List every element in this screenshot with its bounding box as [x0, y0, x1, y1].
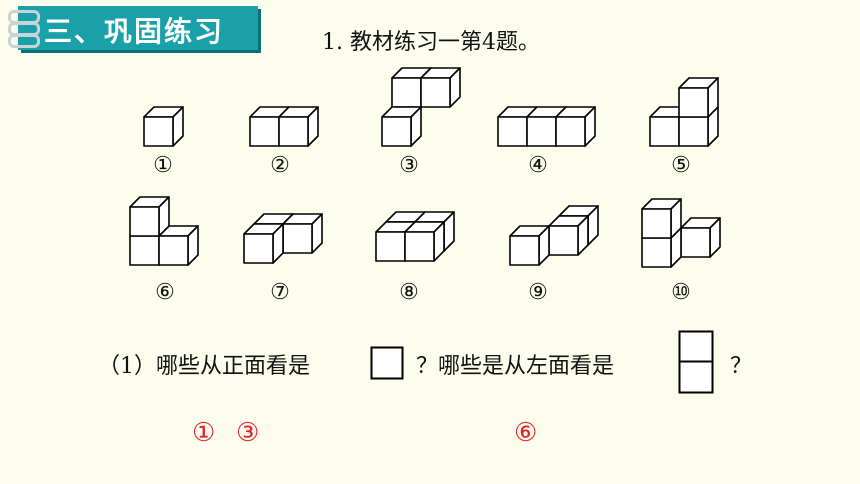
figure-1	[142, 104, 192, 148]
question-part-1: （1）哪些从正面看是	[98, 354, 310, 379]
answer-left-view: ⑥	[514, 418, 538, 448]
cube-figure-2-drawing	[249, 106, 319, 147]
cube-figure-5-drawing	[649, 77, 719, 147]
figure-label-3: ③	[399, 153, 419, 178]
figure-label-6: ⑥	[155, 280, 175, 305]
front-view-square-icon	[370, 346, 404, 380]
figure-label-10: ⑩	[671, 280, 691, 305]
figure-label-9: ⑨	[528, 280, 548, 305]
question-part-2: ？哪些是从左面看是	[416, 354, 615, 379]
figure-5	[648, 64, 719, 148]
figure-label-8: ⑧	[399, 280, 419, 305]
figure-label-4: ④	[528, 153, 548, 178]
cube-figure-7-drawing	[243, 213, 323, 264]
question-part-3: ？	[730, 354, 753, 379]
answer-front-view-1: ①	[192, 418, 216, 448]
figure-label-2: ②	[270, 153, 290, 178]
figure-6	[128, 193, 204, 267]
cube-figure-6-drawing	[129, 196, 199, 266]
cube-figure-1-drawing	[143, 106, 184, 147]
cube-figure-9-drawing	[509, 205, 599, 266]
figure-3	[380, 67, 461, 148]
cube-figure-10-drawing	[641, 198, 721, 268]
figure-9	[508, 203, 599, 267]
section-title: 三、巩固练习	[44, 15, 225, 48]
figure-2	[248, 104, 328, 148]
binder-rings-icon	[8, 10, 40, 48]
figure-10	[640, 183, 726, 269]
section-tab: 三、巩固练习	[18, 6, 258, 50]
cube-figure-4-drawing	[497, 106, 596, 147]
problem-title: 1. 教材练习一第4题。	[322, 30, 540, 55]
figure-label-7: ⑦	[270, 280, 290, 305]
figure-label-1: ①	[153, 153, 173, 178]
cube-figure-8-drawing	[375, 211, 455, 262]
cube-figure-3-drawing	[381, 67, 461, 147]
figure-4	[496, 104, 600, 148]
figure-7	[242, 209, 326, 265]
left-view-stacked-squares-icon	[678, 330, 714, 394]
figure-label-5: ⑤	[671, 153, 691, 178]
answer-front-view-2: ③	[236, 418, 260, 448]
figure-8	[374, 207, 460, 263]
